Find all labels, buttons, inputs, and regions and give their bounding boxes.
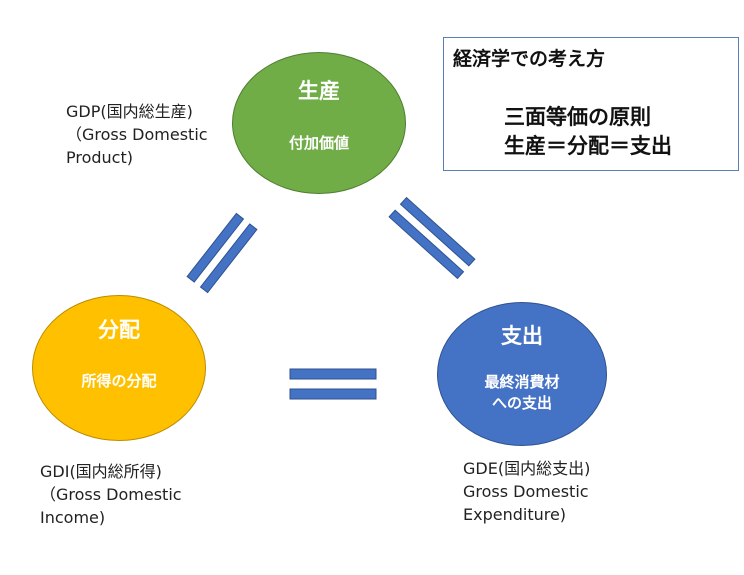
left-equals-bar-bottom — [199, 223, 258, 294]
expenditure-title: 支出 — [501, 324, 543, 348]
expenditure-node: 支出 最終消費材 への支出 — [437, 302, 607, 446]
gdi-label: GDI(国内総所得) （Gross Domestic Income) — [40, 462, 182, 527]
principle-line-2: 生産＝分配＝支出 — [504, 134, 672, 158]
distribution-subtitle: 所得の分配 — [81, 372, 157, 390]
production-title: 生産 — [298, 79, 340, 103]
bottom-equals-bar-top — [289, 368, 377, 380]
distribution-title: 分配 — [98, 318, 140, 342]
principle-box: 経済学での考え方 三面等価の原則 生産＝分配＝支出 — [443, 37, 739, 171]
right-equals-bar-top — [399, 196, 476, 267]
distribution-node: 分配 所得の分配 — [32, 295, 206, 441]
bottom-equals-bar-bottom — [289, 388, 377, 400]
gdp-label: GDP(国内総生産) （Gross Domestic Product) — [66, 102, 208, 167]
expenditure-subtitle: 最終消費材 への支出 — [484, 373, 560, 412]
production-node: 生産 付加価値 — [232, 52, 406, 194]
principle-heading: 経済学での考え方 — [453, 48, 606, 70]
left-equals-icon — [186, 212, 258, 294]
bottom-equals-icon — [289, 368, 377, 400]
gde-label: GDE(国内総支出) Gross Domestic Expenditure) — [463, 459, 591, 524]
principle-line-1: 三面等価の原則 — [504, 105, 651, 129]
left-equals-bar-top — [186, 212, 245, 283]
production-subtitle: 付加価値 — [288, 134, 349, 152]
right-equals-bar-bottom — [388, 209, 465, 280]
right-equals-icon — [388, 196, 476, 280]
